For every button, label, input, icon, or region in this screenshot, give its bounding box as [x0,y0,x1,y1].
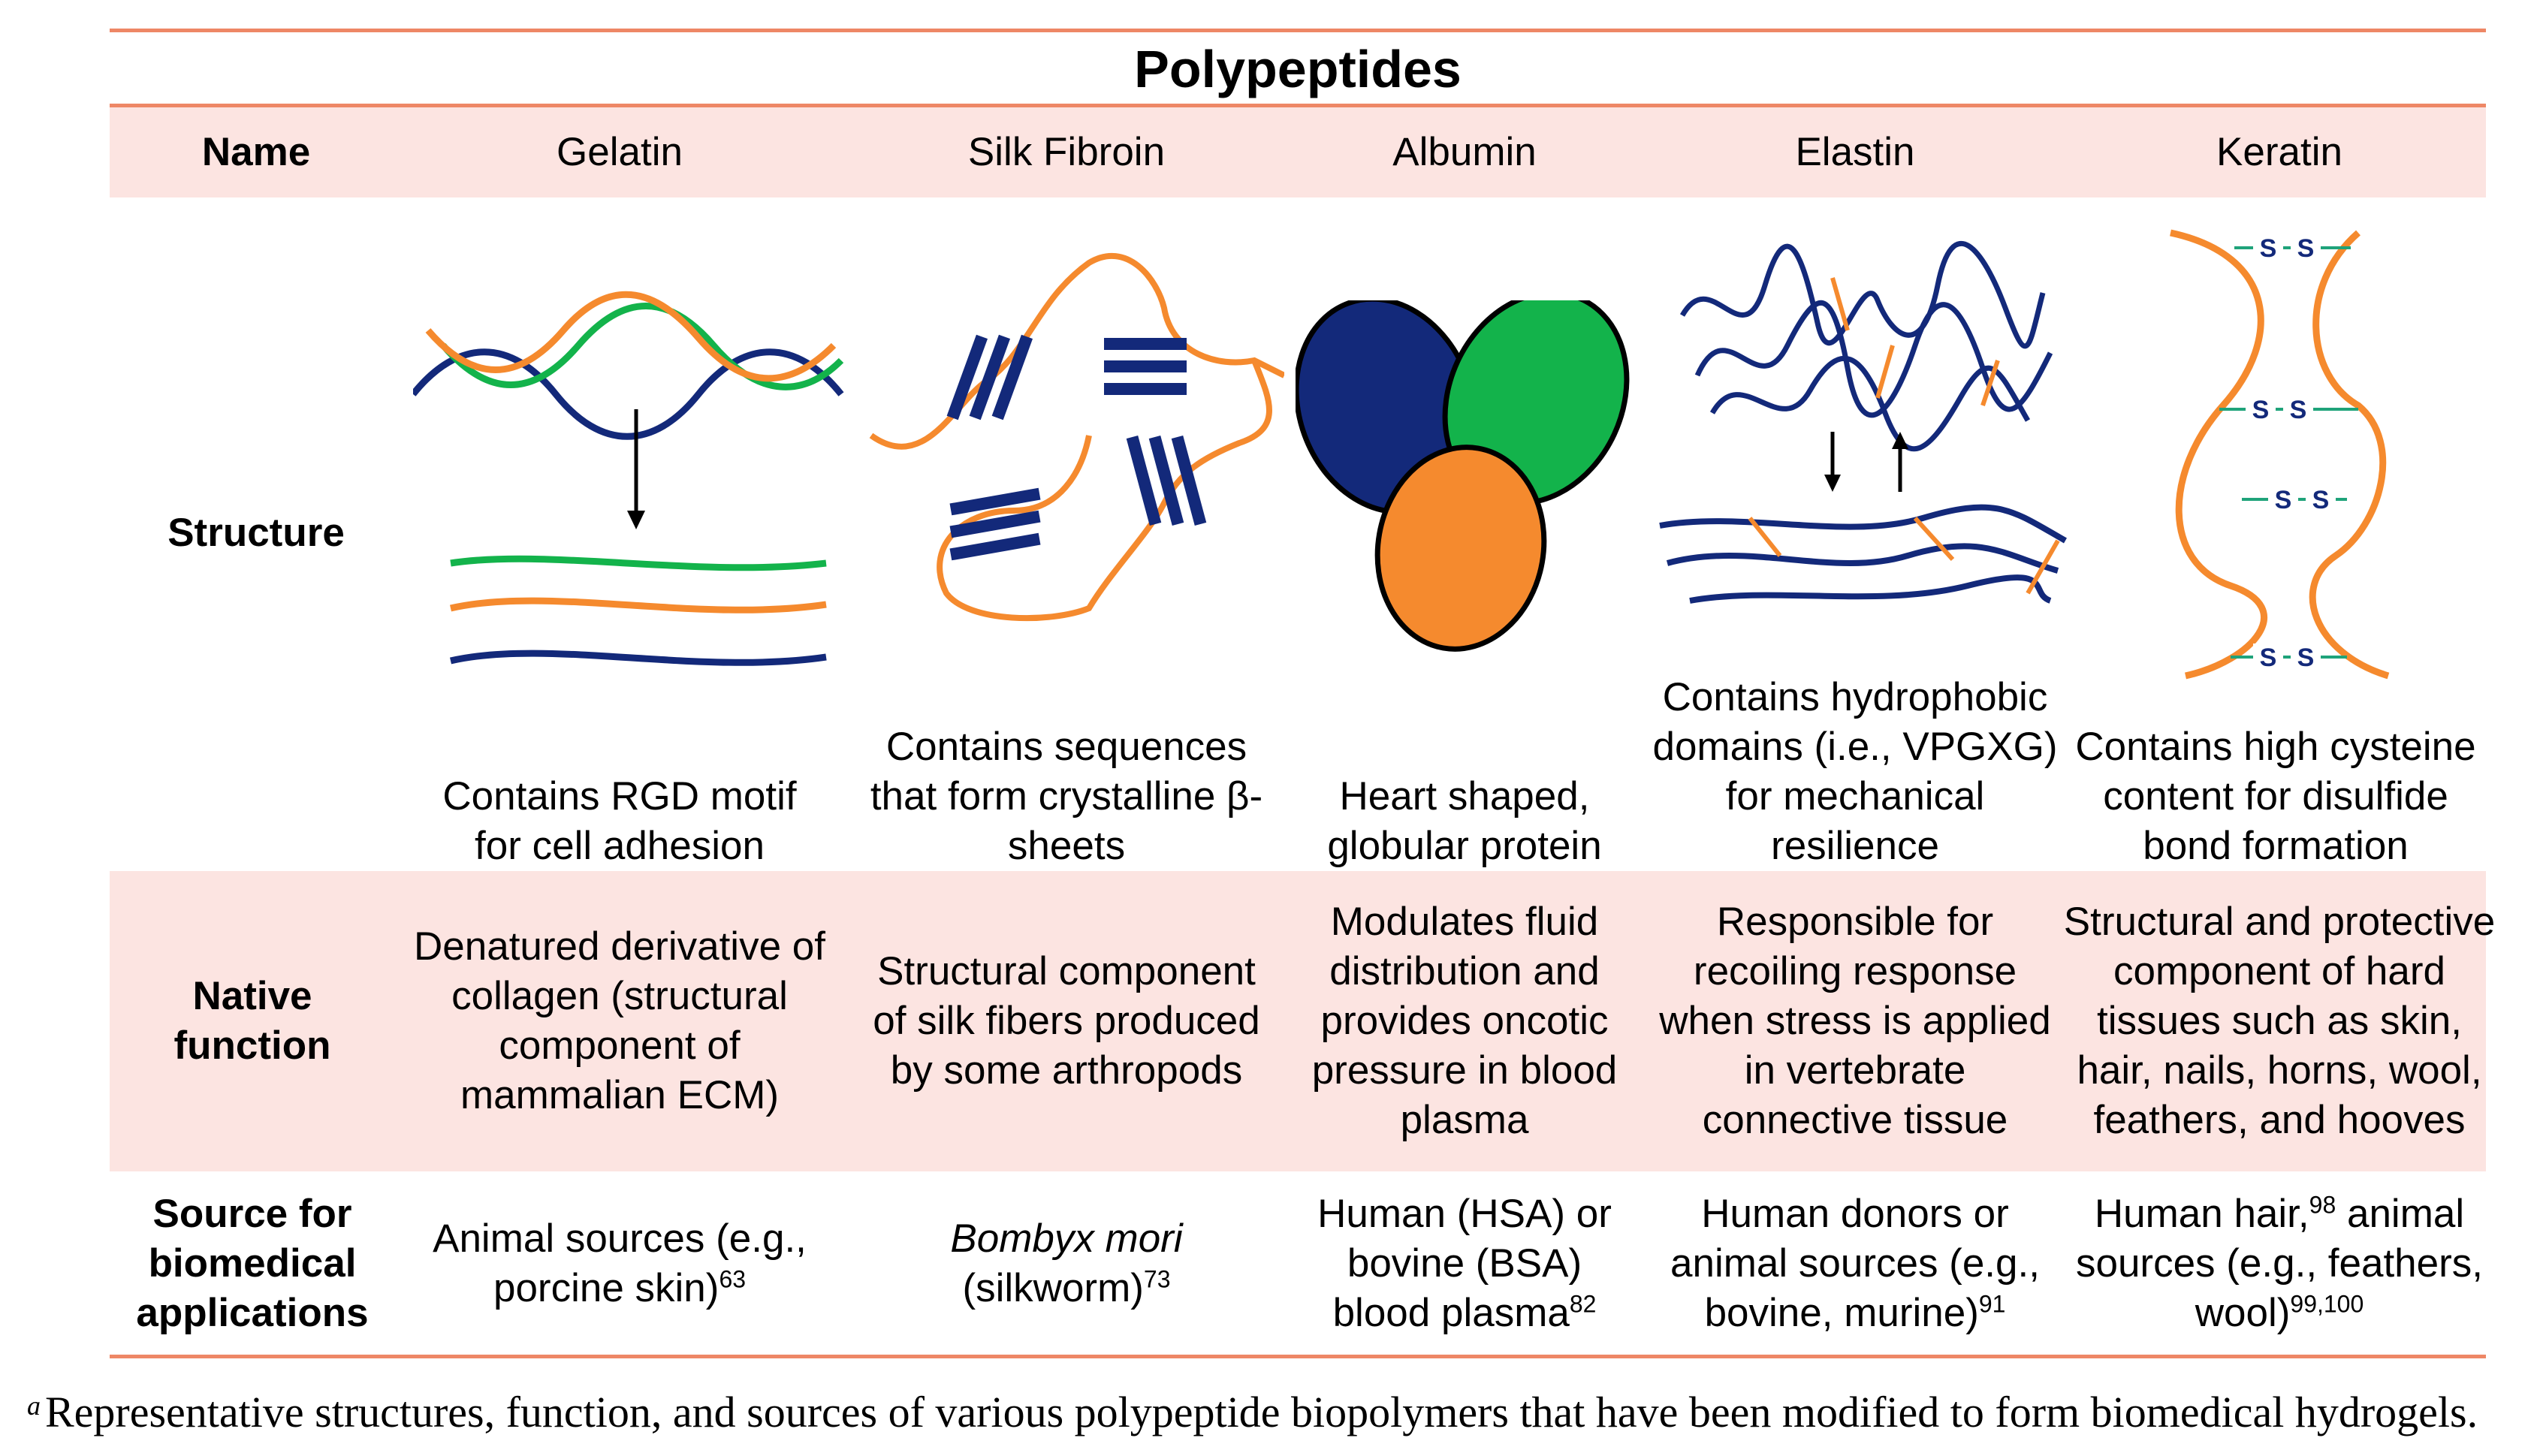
column-name-gelatin: Gelatin [557,130,683,174]
disulfide-s-3b: S [2312,486,2330,514]
disulfide-s-2a: S [2252,396,2270,424]
bottom-rule [110,1355,2486,1358]
keratin-source-text-b: animal sources (e.g., feathers, wool) [2075,1191,2484,1335]
keratin-source-text-a: Human hair, [2094,1191,2309,1236]
silk-fibroin-structure-text: Contains sequences that form crystalline… [870,725,1263,868]
elastin-structure-text: Contains hydrophobic domains (i.e., VPGX… [1652,675,2058,868]
row-header-native-function: Native function [173,974,331,1068]
disulfide-s-1a: S [2260,234,2277,263]
footnote-marker: a [27,1391,41,1421]
title-rule [110,104,2486,107]
albumin-source-text: Human (HSA) or bovine (BSA) blood plasma [1317,1191,1612,1335]
table-title: Polypeptides [1134,40,1462,98]
disulfide-s-1b: S [2297,234,2315,263]
keratin-source-ref-a: 98 [2309,1190,2336,1218]
row-header-source: Source for biomedical applications [136,1191,369,1335]
keratin-structure-text: Contains high cysteine content for disul… [2075,725,2476,868]
gelatin-source-text: Animal sources (e.g., porcine skin) [433,1216,807,1310]
silk-fibroin-source-ref: 73 [1143,1265,1171,1292]
albumin-structure-text: Heart shaped, globular protein [1327,774,1602,868]
gelatin-source: Animal sources (e.g., porcine skin)63 [413,1179,826,1348]
elastin-source-text: Human donors or animal sources (e.g., bo… [1670,1191,2040,1335]
column-name-elastin: Elastin [1795,130,1915,174]
elastin-native-function: Responsible for recoiling response when … [1659,900,2051,1142]
disulfide-s-4a: S [2260,644,2277,672]
function-row-band [110,871,2486,1171]
column-name-albumin: Albumin [1392,130,1537,174]
column-name-keratin: Keratin [2216,130,2342,174]
name-row-band [110,107,2486,197]
keratin-native-function: Structural and protective component of h… [2063,900,2496,1142]
row-header-structure: Structure [167,511,345,555]
top-rule [110,29,2486,32]
albumin-source: Human (HSA) or bovine (BSA) blood plasma… [1296,1179,1634,1348]
disulfide-s-4b: S [2297,644,2315,672]
elastin-source-ref: 91 [1978,1289,2006,1317]
gelatin-structure-text: Contains RGD motif for cell adhesion [442,774,797,868]
disulfide-s-2b: S [2290,396,2307,424]
elastin-coil-diagram [1659,240,2067,604]
gelatin-triple-helix-diagram [413,291,844,666]
gelatin-source-ref: 63 [719,1265,747,1292]
silk-fibroin-source-species: Bombyx mori [950,1216,1183,1261]
disulfide-s-3a: S [2275,486,2292,514]
silk-fibroin-beta-sheet-diagram [869,252,1284,622]
keratin-source-ref: 99,100 [2290,1289,2364,1317]
silk-fibroin-source: Bombyx mori(silkworm)73 [856,1179,1277,1348]
albumin-globular-diagram [1296,300,1630,652]
albumin-native-function: Modulates fluid distribution and provide… [1311,900,1618,1142]
albumin-source-ref: 82 [1569,1289,1597,1317]
row-header-name: Name [201,130,311,174]
silk-fibroin-source-text: (silkworm) [962,1265,1144,1310]
elastin-source: Human donors or animal sources (e.g., bo… [1649,1179,2062,1348]
keratin-source: Human hair,98 animal sources (e.g., feat… [2065,1179,2493,1348]
footnote-text: Representative structures, function, and… [45,1387,2478,1436]
gelatin-native-function: Denatured derivative of collagen (struct… [414,924,825,1117]
silk-fibroin-native-function: Structural component of silk fibers prod… [873,949,1260,1093]
keratin-disulfide-diagram: S S S S S S S S [2170,229,2390,680]
column-name-silk-fibroin: Silk Fibroin [967,130,1166,174]
